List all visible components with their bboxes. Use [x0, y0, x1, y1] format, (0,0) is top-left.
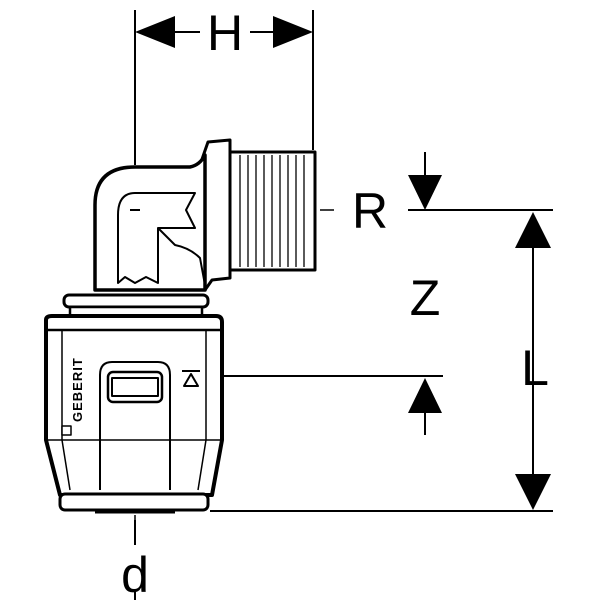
arrow-z-down	[408, 175, 442, 210]
bottom-ring	[58, 492, 210, 512]
dimension-lines	[134, 10, 553, 600]
arrow-h-left	[135, 16, 175, 48]
dimension-label-z: Z	[410, 270, 441, 326]
dimension-arrows	[135, 16, 551, 510]
elbow-fitting	[44, 138, 317, 514]
dimension-label-r: R	[352, 183, 388, 239]
arrow-z-up	[408, 378, 442, 413]
elbow-bore	[117, 192, 196, 284]
arrow-l-up	[515, 212, 551, 248]
arrow-l-down	[515, 474, 551, 510]
insertion-mark-icon	[182, 370, 200, 387]
brand-logo: GEBERIT	[70, 357, 85, 422]
dimension-label-h: H	[207, 5, 243, 61]
inspection-window	[99, 361, 171, 490]
press-body	[44, 314, 224, 497]
arrow-h-right	[273, 16, 313, 48]
dimension-label-l: L	[521, 340, 549, 396]
dimension-label-d: d	[121, 547, 149, 600]
collar	[62, 293, 210, 309]
